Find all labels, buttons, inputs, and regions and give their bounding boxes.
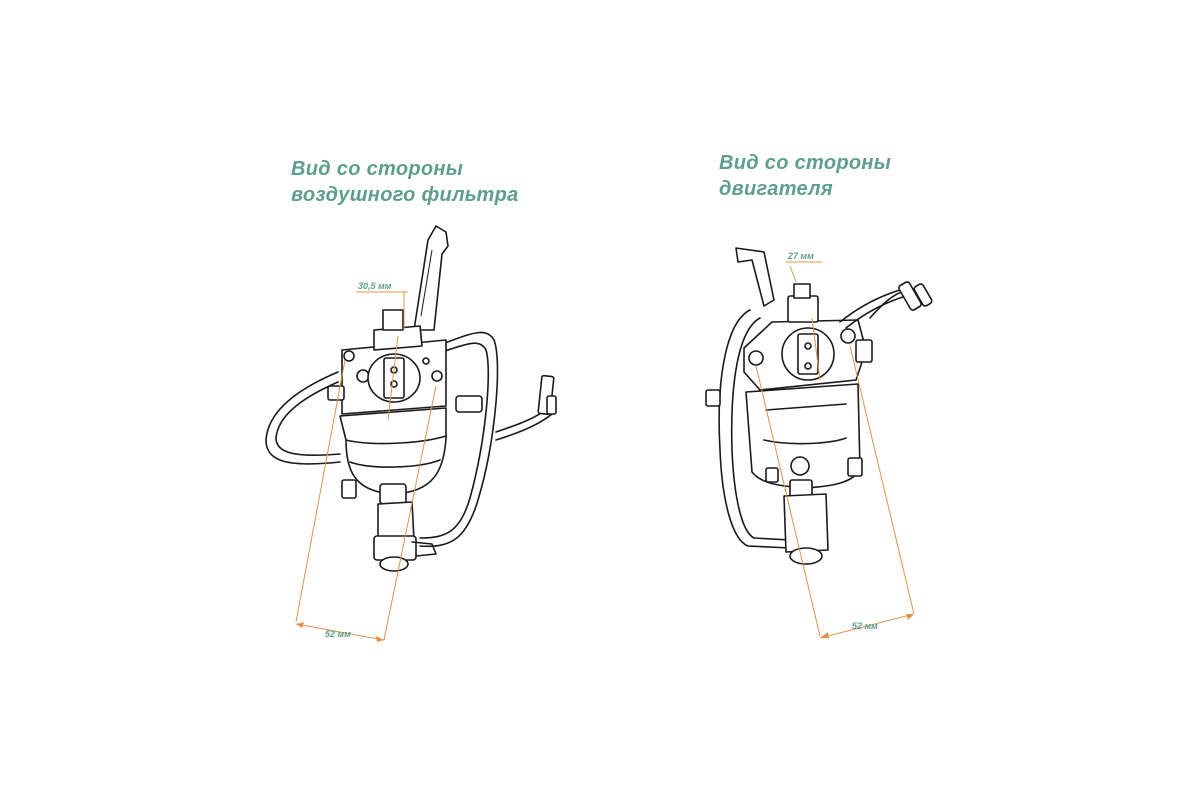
view-title-air-filter-side: Вид со стороны воздушного фильтра (291, 156, 519, 208)
carburetor-air-filter-side (265, 225, 557, 572)
dimension-label-top: 27 мм (787, 251, 814, 261)
view-title-engine-side: Вид со стороны двигателя (719, 150, 891, 202)
drain-screw (379, 483, 407, 505)
dimension-label-bottom: 52 мм (852, 621, 878, 631)
view-title-line2: двигателя (719, 178, 833, 200)
choke-lever (735, 247, 775, 307)
fuel-cut-solenoid (783, 493, 829, 553)
dimensions-air-filter-side: 30,5 мм 52 мм (295, 281, 437, 642)
view-title-line1: Вид со стороны (291, 158, 464, 180)
carburetor-engine-side (705, 247, 933, 565)
fuel-hose (718, 309, 791, 549)
breather-hose (839, 289, 901, 323)
view-title-line1: Вид со стороны (719, 152, 892, 174)
choke-lever (413, 225, 449, 331)
dimensions-engine-side: 27 мм 52 мм (755, 251, 915, 639)
fuel-hose-left (265, 371, 341, 465)
dimension-label-top: 30,5 мм (358, 281, 392, 291)
dimension-label-bottom: 52 мм (325, 629, 351, 639)
breather-hose (419, 331, 499, 548)
view-title-line2: воздушного фильтра (291, 184, 519, 206)
